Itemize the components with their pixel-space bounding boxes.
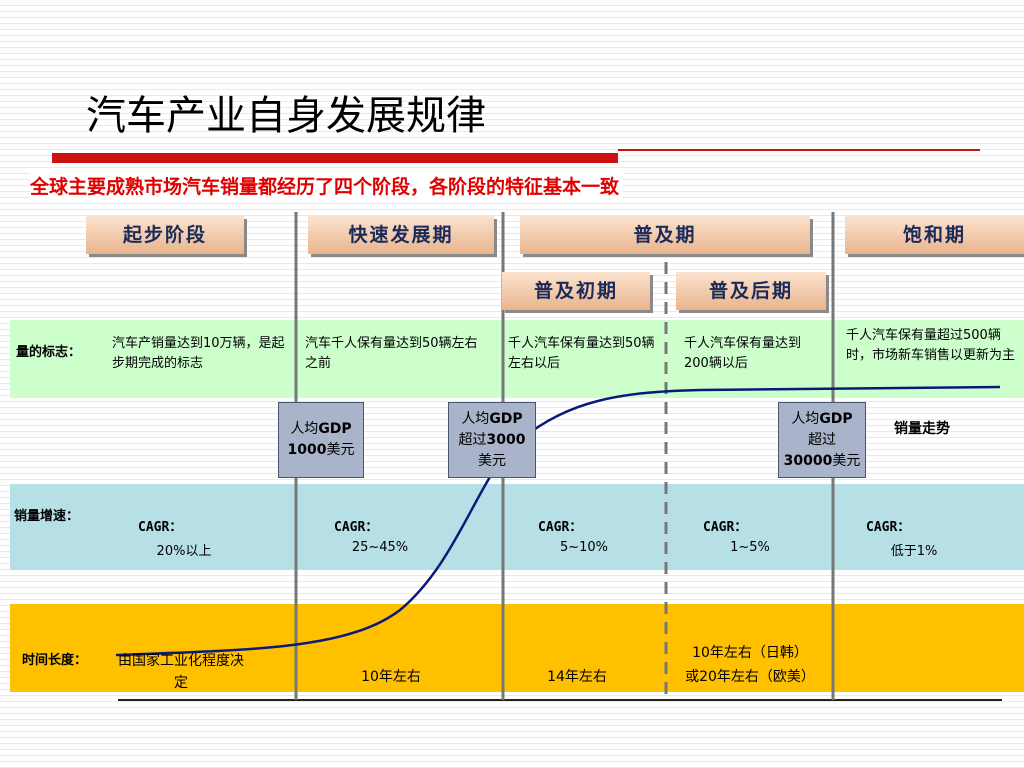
time-value-4a: 10年左右（日韩）	[692, 645, 808, 661]
cagr-label-5: CAGR：	[866, 520, 911, 535]
time-value-1: 由国家工业化程度决定	[118, 653, 244, 691]
time-value-3: 14年左右	[547, 669, 607, 685]
gdp2-unit: 美元	[478, 453, 506, 469]
time-value-4b: 或20年左右（欧美）	[685, 669, 815, 685]
title-underline-line	[618, 149, 980, 151]
quantity-cell-3: 千人汽车保有量达到50辆左右以后	[508, 336, 655, 371]
growth-row-label: 销量增速：	[14, 509, 80, 524]
stage-early-popularization: 普及初期	[502, 272, 650, 310]
gdp2-prefix: 人均	[461, 411, 490, 427]
time-row-label: 时间长度：	[22, 653, 88, 668]
cagr-label-2: CAGR：	[334, 520, 379, 535]
gdp1-bold: GDP	[318, 421, 352, 437]
sales-trend-legend: 销量走势	[894, 421, 950, 437]
time-band	[10, 604, 1024, 692]
quantity-cell-2: 汽车千人保有量达到50辆左右之前	[305, 336, 478, 371]
cagr-label-1: CAGR：	[138, 520, 183, 535]
quantity-row-label: 量的标志：	[16, 345, 82, 360]
sales-trend-curve	[115, 385, 1001, 657]
gdp1-value: 1000	[287, 442, 327, 458]
gdp3-value: 30000	[783, 453, 833, 469]
gdp1-unit: 美元	[326, 442, 355, 458]
time-value-2: 10年左右	[361, 669, 421, 685]
cagr-value-2: 25~45%	[351, 540, 409, 555]
quantity-band	[10, 320, 1024, 398]
quantity-cell-1: 汽车产销量达到10万辆，是起步期完成的标志	[112, 336, 285, 371]
title-underline-bar	[52, 153, 618, 163]
cagr-label-4: CAGR：	[703, 520, 748, 535]
gdp1-prefix: 人均	[290, 421, 319, 437]
growth-band	[10, 484, 1024, 570]
cagr-value-3: 5~10%	[559, 540, 609, 555]
quantity-cell-5: 千人汽车保有量超过500辆时，市场新车销售以更新为主	[846, 328, 1016, 363]
gdp-box-1000: 人均GDP 1000美元	[278, 402, 364, 478]
gdp-box-3000: 人均GDP 超过3000 美元	[448, 402, 536, 478]
page-title: 汽车产业自身发展规律	[86, 93, 486, 139]
stage-late-popularization: 普及后期	[676, 272, 826, 310]
gdp3-unit: 美元	[832, 453, 861, 469]
bottom-baseline	[118, 699, 1002, 701]
gdp3-bold: GDP	[819, 411, 853, 427]
gdp-box-30000: 人均GDP 超过 30000美元	[778, 402, 866, 478]
cagr-value-4: 1~5%	[730, 540, 770, 555]
cagr-value-5: 低于1%	[890, 544, 938, 559]
stage-popularization: 普及期	[520, 216, 810, 254]
gdp3-over: 超过	[808, 432, 836, 448]
cagr-value-1: 20%以上	[156, 544, 212, 559]
gdp2-value: 3000	[486, 432, 526, 448]
cagr-label-3: CAGR：	[538, 520, 583, 535]
gdp2-bold: GDP	[489, 411, 523, 427]
gdp2-over: 超过	[458, 432, 487, 448]
subtitle: 全球主要成熟市场汽车销量都经历了四个阶段，各阶段的特征基本一致	[30, 172, 624, 202]
quantity-cell-4: 千人汽车保有量达到200辆以后	[684, 336, 802, 371]
stage-saturation: 饱和期	[845, 216, 1024, 254]
gdp3-prefix: 人均	[791, 411, 820, 427]
stage-startup: 起步阶段	[86, 216, 244, 254]
stage-rapid-growth: 快速发展期	[308, 216, 494, 254]
